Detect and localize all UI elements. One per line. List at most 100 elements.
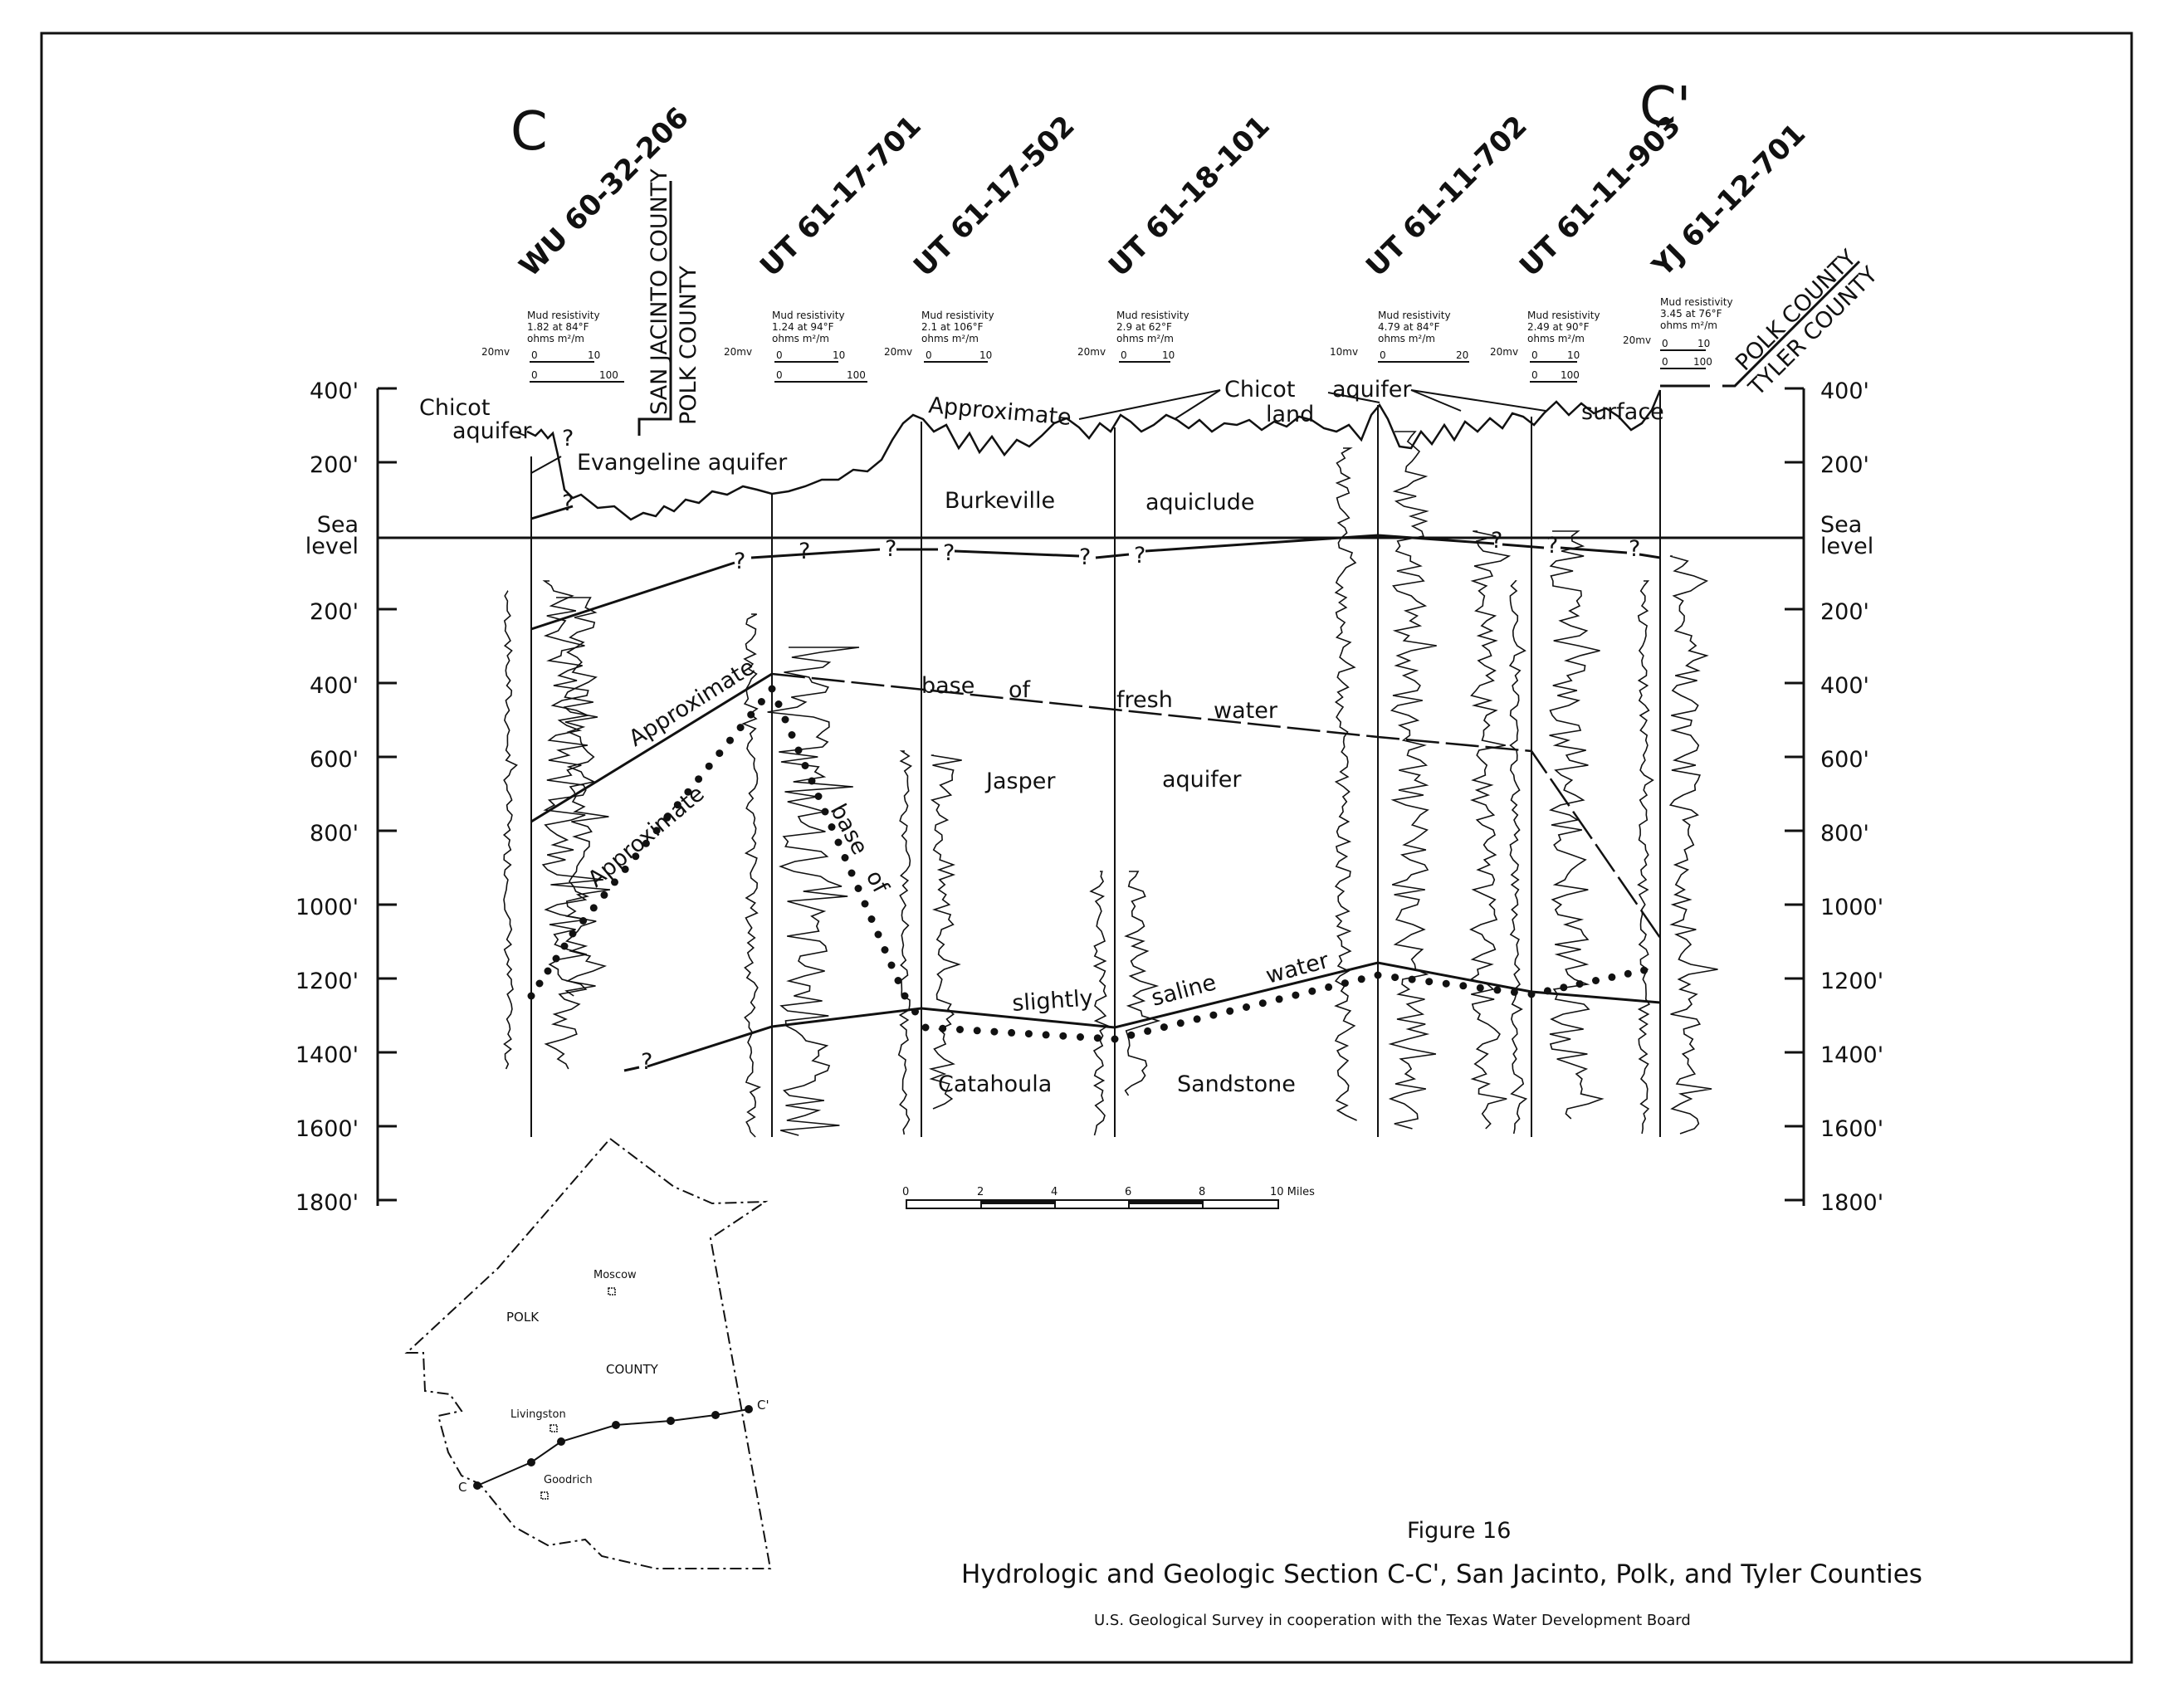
unit-label: Jasper bbox=[984, 769, 1056, 794]
svg-text:2.1 at 106°F: 2.1 at 106°F bbox=[921, 321, 984, 333]
svg-text:10: 10 bbox=[1567, 349, 1580, 361]
svg-text:0: 0 bbox=[902, 1186, 909, 1198]
map-section-label: C bbox=[458, 1480, 466, 1495]
mud-header: Mud resistivity 2.49 at 90°F ohms m²/m 2… bbox=[1490, 310, 1600, 383]
svg-text:20mv: 20mv bbox=[724, 346, 752, 358]
contact-dot bbox=[887, 961, 896, 969]
svg-text:0: 0 bbox=[776, 349, 783, 361]
depth-label-right: 1000' bbox=[1820, 895, 1883, 920]
contact-dot bbox=[600, 891, 608, 899]
section-end-label: C' bbox=[1639, 76, 1691, 138]
contact-jasper-base bbox=[647, 961, 1661, 1068]
contact-dot bbox=[757, 698, 765, 705]
depth-label-right: 800' bbox=[1820, 821, 1869, 847]
contact-dot bbox=[801, 762, 809, 769]
depth-label-left: 1600' bbox=[296, 1116, 359, 1142]
depth-label-left: 1800' bbox=[296, 1190, 359, 1216]
contact-dot bbox=[1357, 975, 1365, 983]
resistivity-log-deep bbox=[556, 597, 609, 997]
contact-dot bbox=[808, 777, 816, 785]
contact-dot bbox=[1258, 999, 1267, 1008]
contact-dot bbox=[1176, 1019, 1185, 1027]
unit-label: fresh bbox=[1116, 687, 1173, 713]
contact-dot bbox=[814, 793, 823, 800]
svg-text:20: 20 bbox=[1456, 349, 1468, 361]
depth-label-right: 400' bbox=[1820, 673, 1869, 699]
svg-text:?: ? bbox=[1491, 528, 1502, 554]
svg-text:ohms m²/m: ohms m²/m bbox=[1116, 333, 1174, 344]
contact-dot bbox=[1391, 974, 1399, 982]
depth-label-left: 400' bbox=[310, 673, 359, 699]
contact-dot bbox=[684, 788, 692, 796]
contact-dot bbox=[854, 885, 862, 892]
depth-label-left: 200' bbox=[310, 599, 359, 625]
depth-label-left: 1000' bbox=[296, 895, 359, 920]
contact-dot bbox=[1093, 1034, 1101, 1042]
svg-text:ohms m²/m: ohms m²/m bbox=[1527, 333, 1585, 344]
sp-log bbox=[1334, 447, 1357, 1121]
contact-dot bbox=[821, 808, 829, 816]
contact-dot bbox=[1425, 978, 1434, 986]
depth-label-left: level bbox=[305, 534, 359, 559]
unit-label: aquifer bbox=[1162, 767, 1242, 793]
mud-header: Mud resistivity 3.45 at 76°F ohms m²/m 2… bbox=[1623, 296, 1733, 369]
depth-axis-right: 400' 200' Sea level 200' 400' 600' 800' … bbox=[1785, 378, 1883, 1216]
contact-dot bbox=[579, 917, 588, 925]
unit-label: Approximate bbox=[584, 781, 710, 893]
contact-dot bbox=[569, 930, 577, 938]
contact-dot bbox=[527, 992, 535, 1000]
mud-header: Mud resistivity 2.1 at 106°F ohms m²/m 2… bbox=[884, 310, 994, 363]
contact-dot bbox=[956, 1026, 964, 1033]
depth-label-left: 400' bbox=[310, 378, 359, 404]
section-start-label: C bbox=[510, 101, 548, 163]
resistivity-log bbox=[767, 647, 860, 1136]
contact-dot bbox=[990, 1027, 999, 1036]
svg-text:0: 0 bbox=[1662, 356, 1668, 368]
unit-label: slightly bbox=[1011, 985, 1093, 1017]
depth-axis-left: 400' 200' Sea level 200' 400' 600' 800' … bbox=[296, 378, 397, 1216]
contact-dot bbox=[1442, 979, 1450, 988]
svg-text:10: 10 bbox=[1162, 349, 1175, 361]
contact-dot bbox=[834, 838, 843, 847]
contact-dot bbox=[867, 915, 876, 923]
svg-text:20mv: 20mv bbox=[481, 346, 510, 358]
resistivity-log bbox=[1388, 431, 1437, 1130]
depth-label-left: Sea bbox=[317, 512, 359, 538]
depth-label-right: 1600' bbox=[1820, 1116, 1883, 1142]
unit-label: Burkeville bbox=[945, 488, 1055, 514]
contact-dot bbox=[1493, 986, 1502, 994]
contact-dot bbox=[1374, 971, 1382, 979]
svg-text:4: 4 bbox=[1051, 1186, 1058, 1198]
well-name: UT 61-11-702 bbox=[1360, 110, 1534, 284]
contact-burkeville-base bbox=[530, 672, 773, 823]
contact-dot bbox=[705, 762, 713, 770]
contact-dot bbox=[1608, 973, 1616, 981]
svg-text:10mv: 10mv bbox=[1330, 346, 1358, 358]
land-surface-line bbox=[526, 389, 1662, 521]
svg-text:10: 10 bbox=[833, 349, 845, 361]
contact-dot bbox=[1226, 1007, 1234, 1015]
map-well-dot bbox=[473, 1481, 481, 1490]
unit-label: Approximate bbox=[927, 393, 1072, 431]
contact-dot bbox=[1560, 983, 1568, 992]
contact-dot bbox=[747, 710, 755, 719]
mud-header: Mud resistivity 1.24 at 94°F ohms m²/m 2… bbox=[724, 310, 867, 383]
map-well-dot bbox=[711, 1411, 720, 1419]
map-town: Livingston bbox=[510, 1408, 566, 1421]
contact-dot bbox=[1144, 1027, 1152, 1035]
contact-dot bbox=[1408, 975, 1416, 983]
figure-number: Figure 16 bbox=[1407, 1518, 1511, 1544]
svg-text:8: 8 bbox=[1199, 1186, 1205, 1198]
svg-text:10: 10 bbox=[588, 349, 600, 361]
contact-dot bbox=[1193, 1015, 1201, 1023]
county-line-west: SAN JACINTO COUNTY POLK COUNTY bbox=[637, 168, 701, 436]
svg-text:ohms m²/m: ohms m²/m bbox=[527, 333, 584, 344]
unit-label: aquiclude bbox=[1145, 490, 1255, 515]
svg-text:0: 0 bbox=[531, 369, 538, 381]
county-line-west-top: SAN JACINTO COUNTY bbox=[647, 168, 672, 415]
svg-text:?: ? bbox=[1546, 533, 1558, 559]
unit-label: Sandstone bbox=[1177, 1071, 1296, 1097]
contact-dot bbox=[1008, 1028, 1016, 1037]
map-town: Moscow bbox=[593, 1269, 637, 1281]
